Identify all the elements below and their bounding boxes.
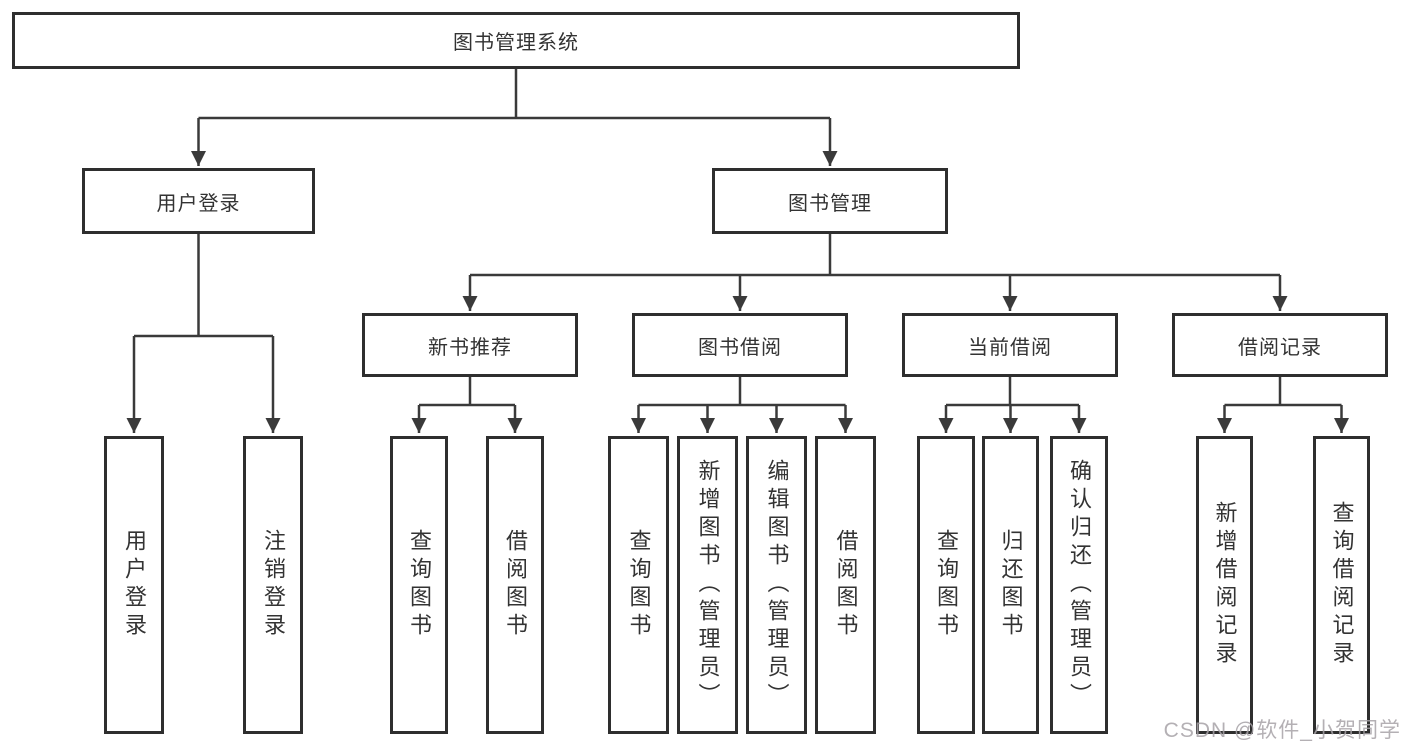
node-book-mgmt-label: 图书管理 [788,192,872,215]
leaf-borrow-query-label: 查询图书 [626,529,652,641]
leaf-records-add-label: 新增借阅记录 [1212,501,1238,669]
node-current: 当前借阅 [902,313,1118,377]
leaf-newbooks-query-label: 查询图书 [407,529,432,641]
node-new-books-label: 新书推荐 [428,336,512,359]
node-borrow-label: 图书借阅 [698,336,782,359]
node-new-books: 新书推荐 [362,313,578,377]
leaf-records-query-label: 查询借阅记录 [1329,501,1355,669]
leaf-current-query-label: 查询图书 [934,529,959,641]
leaf-borrow-add-label: 新增图书（管理员） [695,459,721,711]
leaf-newbooks-query: 查询图书 [390,436,448,734]
leaf-current-return: 归还图书 [982,436,1039,734]
leaf-borrow-edit: 编辑图书（管理员） [746,436,807,734]
leaf-borrow-edit-label: 编辑图书（管理员） [764,459,790,711]
node-records: 借阅记录 [1172,313,1388,377]
node-root-label: 图书管理系统 [453,32,579,54]
node-user-login-label: 用户登录 [156,192,241,215]
leaf-newbooks-borrow-label: 借阅图书 [503,529,528,641]
leaf-newbooks-borrow: 借阅图书 [486,436,544,734]
leaf-borrow-borrow: 借阅图书 [815,436,876,734]
node-current-label: 当前借阅 [968,336,1052,359]
leaf-current-confirm: 确认归还（管理员） [1050,436,1108,734]
node-records-label: 借阅记录 [1238,336,1322,359]
node-book-mgmt: 图书管理 [712,168,948,234]
leaf-current-query: 查询图书 [917,436,975,734]
leaf-records-query: 查询借阅记录 [1313,436,1370,734]
csdn-watermark: CSDN @软件_小贺同学 [1163,719,1401,742]
leaf-current-confirm-label: 确认归还（管理员） [1067,459,1092,711]
leaf-borrow-add: 新增图书（管理员） [677,436,738,734]
leaf-current-return-label: 归还图书 [998,529,1024,641]
node-borrow: 图书借阅 [632,313,848,377]
node-root: 图书管理系统 [12,12,1020,69]
leaf-logout-label: 注销登录 [261,529,286,641]
node-user-login: 用户登录 [82,168,315,234]
leaf-logout: 注销登录 [243,436,303,734]
leaf-user-login: 用户登录 [104,436,164,734]
leaf-user-login-label: 用户登录 [122,529,147,641]
leaf-borrow-borrow-label: 借阅图书 [833,529,859,641]
leaf-records-add: 新增借阅记录 [1196,436,1253,734]
leaf-borrow-query: 查询图书 [608,436,669,734]
